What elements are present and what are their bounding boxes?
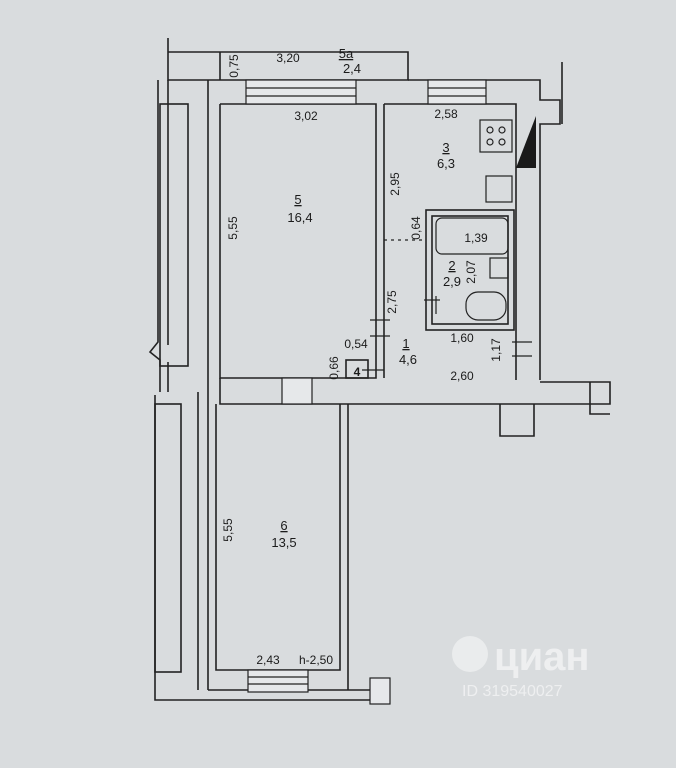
room-2-area: 2,9 [443, 274, 461, 289]
watermark: циан ID 319540027 [452, 635, 590, 700]
bathtub-icon [435, 217, 509, 255]
dim-2-60: 2,60 [450, 369, 474, 383]
dim-0-64: 0,64 [409, 216, 423, 240]
ceiling-height: h-2,50 [299, 653, 333, 667]
dim-3-20: 3,20 [276, 51, 300, 65]
room-5-area: 16,4 [287, 210, 312, 225]
room-3-number: 3 [442, 140, 449, 155]
dim-1-60: 1,60 [450, 331, 474, 345]
dim-2-43: 2,43 [256, 653, 280, 667]
room-2-number: 2 [448, 258, 455, 273]
dim-0-54: 0,54 [344, 337, 368, 351]
windows [245, 79, 487, 705]
fixtures [435, 119, 513, 321]
dim-2-58: 2,58 [434, 107, 458, 121]
sink-icon [485, 175, 513, 203]
dim-2-75: 2,75 [385, 290, 399, 314]
room-5-number: 5 [294, 192, 301, 207]
watermark-brand: циан [494, 635, 590, 679]
dim-5-55-upper: 5,55 [226, 216, 240, 240]
dim-5-55-lower: 5,55 [221, 518, 235, 542]
dimension-ticks [362, 299, 532, 371]
toilet-icon [465, 291, 507, 321]
watermark-logo [452, 636, 488, 672]
room-1-area: 4,6 [399, 352, 417, 367]
room-4-number: 4 [354, 365, 361, 379]
room-5a-area: 2,4 [343, 61, 361, 76]
watermark-id: ID 319540027 [462, 683, 563, 700]
dim-1-17: 1,17 [489, 338, 503, 362]
stove-icon [479, 119, 513, 153]
chimney-icon [516, 116, 536, 168]
dim-3-02: 3,02 [294, 109, 318, 123]
room-6-number: 6 [280, 518, 287, 533]
walls [148, 38, 611, 701]
room-1-number: 1 [402, 336, 409, 351]
dim-0-75: 0,75 [227, 54, 241, 78]
dim-0-66: 0,66 [327, 356, 341, 380]
room-6-area: 13,5 [271, 535, 296, 550]
dim-1-39: 1,39 [464, 231, 488, 245]
room-3-area: 6,3 [437, 156, 455, 171]
room-5a-number: 5а [339, 46, 354, 61]
dim-2-07: 2,07 [464, 260, 478, 284]
basin-icon [489, 257, 509, 279]
dim-2-95: 2,95 [388, 172, 402, 196]
